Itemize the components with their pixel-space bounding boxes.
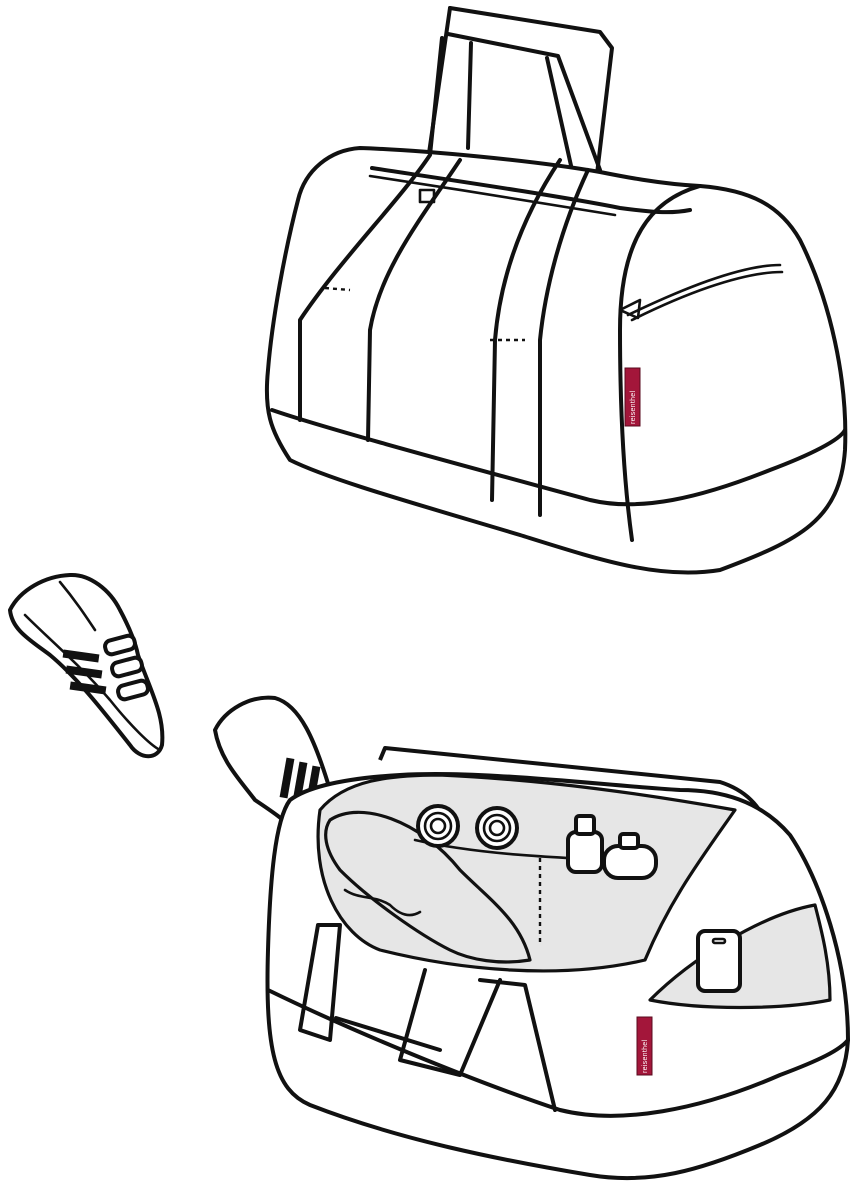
velcro-strap bbox=[110, 655, 144, 679]
rolled-towel-icon bbox=[416, 804, 460, 848]
rolled-towel-icon bbox=[475, 806, 519, 850]
brand-tag: reisenthel bbox=[636, 1016, 653, 1076]
closed-bag-body bbox=[264, 146, 848, 575]
open-duffel-bag: reisenthel bbox=[213, 695, 850, 1181]
sneaker-loose bbox=[8, 572, 165, 759]
brand-tag-label: reisenthel bbox=[642, 1040, 649, 1073]
bottle-icon bbox=[566, 814, 604, 874]
brand-tag: reisenthel bbox=[624, 367, 641, 427]
velcro-strap bbox=[116, 678, 150, 702]
sneaker-body bbox=[8, 572, 165, 759]
velcro-strap bbox=[103, 633, 137, 657]
smartphone-icon bbox=[696, 929, 742, 993]
bottle-icon bbox=[602, 832, 658, 880]
side-zipper-pull-icon bbox=[618, 298, 642, 320]
closed-duffel-bag: reisenthel bbox=[264, 6, 848, 575]
brand-tag-label: reisenthel bbox=[630, 391, 637, 424]
